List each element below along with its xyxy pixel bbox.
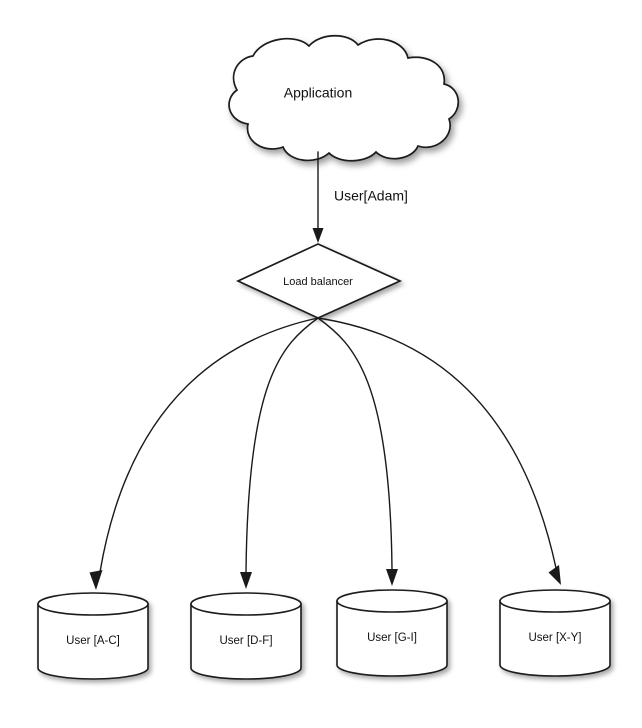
database-3-label: User [G-I] bbox=[367, 632, 417, 644]
node-database-3[interactable]: User [G-I] bbox=[336, 589, 448, 677]
edge-lb-db1-curve bbox=[99, 317, 319, 573]
load-balancer-label: Load balancer bbox=[283, 276, 353, 288]
edge-app-to-loadbalancer: User[Adam] bbox=[312, 151, 408, 243]
node-database-2[interactable]: User [D-F] bbox=[190, 592, 302, 680]
db1-top bbox=[37, 592, 149, 616]
db3-body bbox=[336, 600, 448, 677]
db4-body bbox=[499, 600, 611, 677]
db4-top bbox=[499, 589, 611, 613]
application-label: Application bbox=[284, 85, 353, 101]
edge-lb-db3-arrowhead bbox=[386, 569, 398, 586]
edge-lb-db1-arrowhead bbox=[89, 570, 103, 590]
db1-body bbox=[37, 603, 149, 680]
edge-lb-db4-curve bbox=[317, 317, 557, 569]
db2-top bbox=[190, 592, 302, 616]
edge-lb-to-db-3 bbox=[317, 317, 398, 586]
edge-lb-to-db-4 bbox=[317, 317, 561, 585]
database-4-label: User [X-Y] bbox=[528, 632, 581, 644]
edge-lb-db3-curve bbox=[317, 317, 393, 570]
edge-app-lb-arrowhead bbox=[312, 228, 324, 243]
node-application[interactable]: Application bbox=[228, 34, 459, 162]
edge-lb-to-db-1 bbox=[89, 317, 319, 590]
edge-app-lb-label: User[Adam] bbox=[334, 188, 408, 204]
edge-lb-to-db-2 bbox=[240, 317, 319, 589]
edge-lb-db4-arrowhead bbox=[548, 565, 561, 585]
edge-lb-db2-curve bbox=[245, 317, 319, 573]
edge-lb-db2-arrowhead bbox=[240, 572, 252, 589]
cloud-shape bbox=[228, 34, 459, 162]
node-database-1[interactable]: User [A-C] bbox=[37, 592, 149, 680]
node-load-balancer[interactable]: Load balancer bbox=[235, 243, 403, 319]
node-database-4[interactable]: User [X-Y] bbox=[499, 589, 611, 677]
db3-top bbox=[336, 589, 448, 613]
db2-body bbox=[190, 603, 302, 680]
database-1-label: User [A-C] bbox=[66, 635, 120, 647]
database-2-label: User [D-F] bbox=[219, 635, 272, 647]
